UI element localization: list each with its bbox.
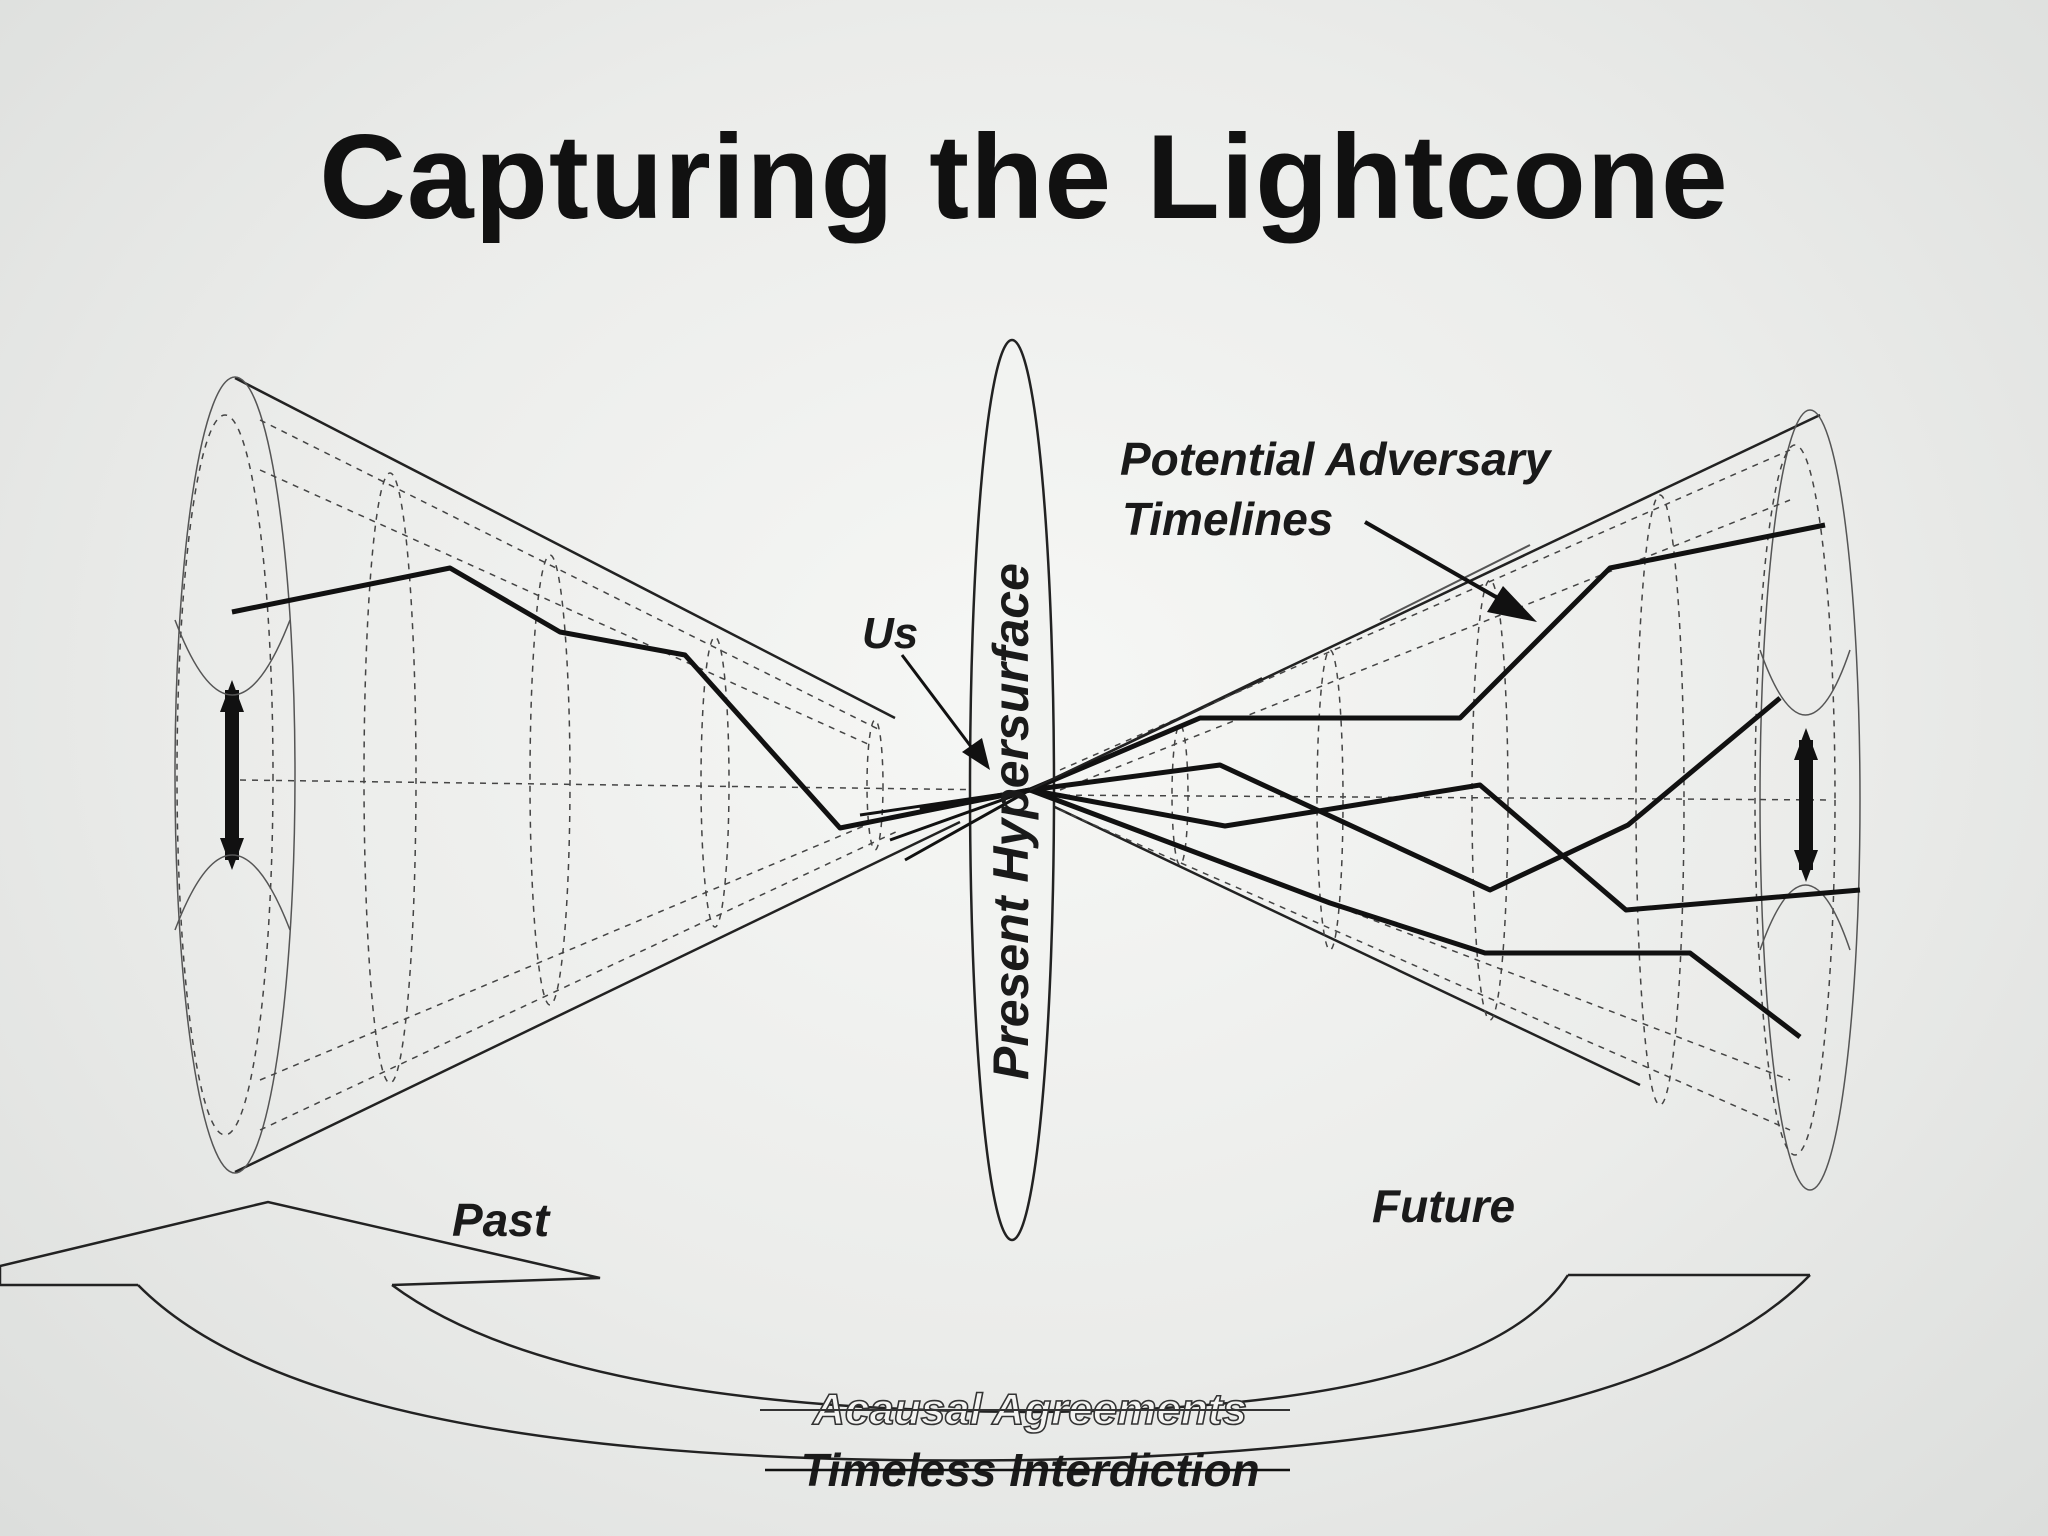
future-cone (1039, 409, 1861, 1191)
timelines (231, 522, 1861, 1039)
slide-title: Capturing the Lightcone (319, 110, 1729, 244)
past-arrowhead (0, 1200, 601, 1287)
past-axis-arrowhead-up (220, 680, 244, 712)
present-hypersurface-label: Present Hypersurface (983, 563, 1039, 1080)
past-cone-bottom-edge (234, 820, 961, 1174)
future-cone-ring (1171, 724, 1189, 866)
future-cone-base-inner (1754, 444, 1836, 1156)
past-cone-base-inner (176, 414, 274, 1136)
future-timeline-3 (1029, 782, 1861, 913)
future-cone-ring (1635, 494, 1685, 1106)
us-arrowhead (962, 738, 990, 770)
past-cone-ring (700, 636, 730, 928)
adversary-arrowhead (1487, 586, 1537, 622)
adversary-label-line1: Potential Adversary (1120, 433, 1553, 485)
outer-arc (137, 1274, 1811, 1462)
present-hypersurface-ellipse (968, 338, 1056, 1242)
past-timeline (231, 565, 1031, 831)
past-axis-arrowhead-down (220, 838, 244, 870)
future-cone-ring (1316, 649, 1344, 951)
inner-arc (391, 1274, 1570, 1414)
annotations: Potential Adversary Timelines Us Present… (452, 433, 1553, 1246)
past-cone-top-edge (234, 376, 896, 720)
past-ray (889, 788, 1031, 842)
adversary-arrow-line (1364, 520, 1511, 607)
past-cone-base (174, 376, 296, 1174)
past-cone (174, 376, 1001, 1174)
future-timeline-2 (1029, 696, 1782, 893)
future-label: Future (1372, 1180, 1515, 1232)
us-arrow-line (900, 654, 977, 753)
future-axis-arrowhead-down (1794, 850, 1818, 882)
future-cone-ring (1471, 579, 1509, 1021)
past-ray (904, 788, 1031, 862)
future-axis-arrowhead-up (1794, 728, 1818, 760)
past-cone-ring (529, 554, 571, 1006)
past-ray (859, 788, 1031, 817)
past-cone-ring (866, 719, 884, 851)
future-timeline-1 (1029, 522, 1826, 793)
future-timeline-4 (1029, 787, 1802, 1039)
future-ray (1029, 677, 1263, 791)
past-label: Past (452, 1194, 551, 1246)
future-cone-bottom-edge (1039, 798, 1641, 1087)
bottom-arcs: Acausal Agreements Timeless Interdiction (0, 1200, 1811, 1496)
adversary-label-line2: Timelines (1122, 493, 1333, 545)
us-label: Us (862, 609, 918, 658)
past-cone-ring (363, 472, 417, 1084)
